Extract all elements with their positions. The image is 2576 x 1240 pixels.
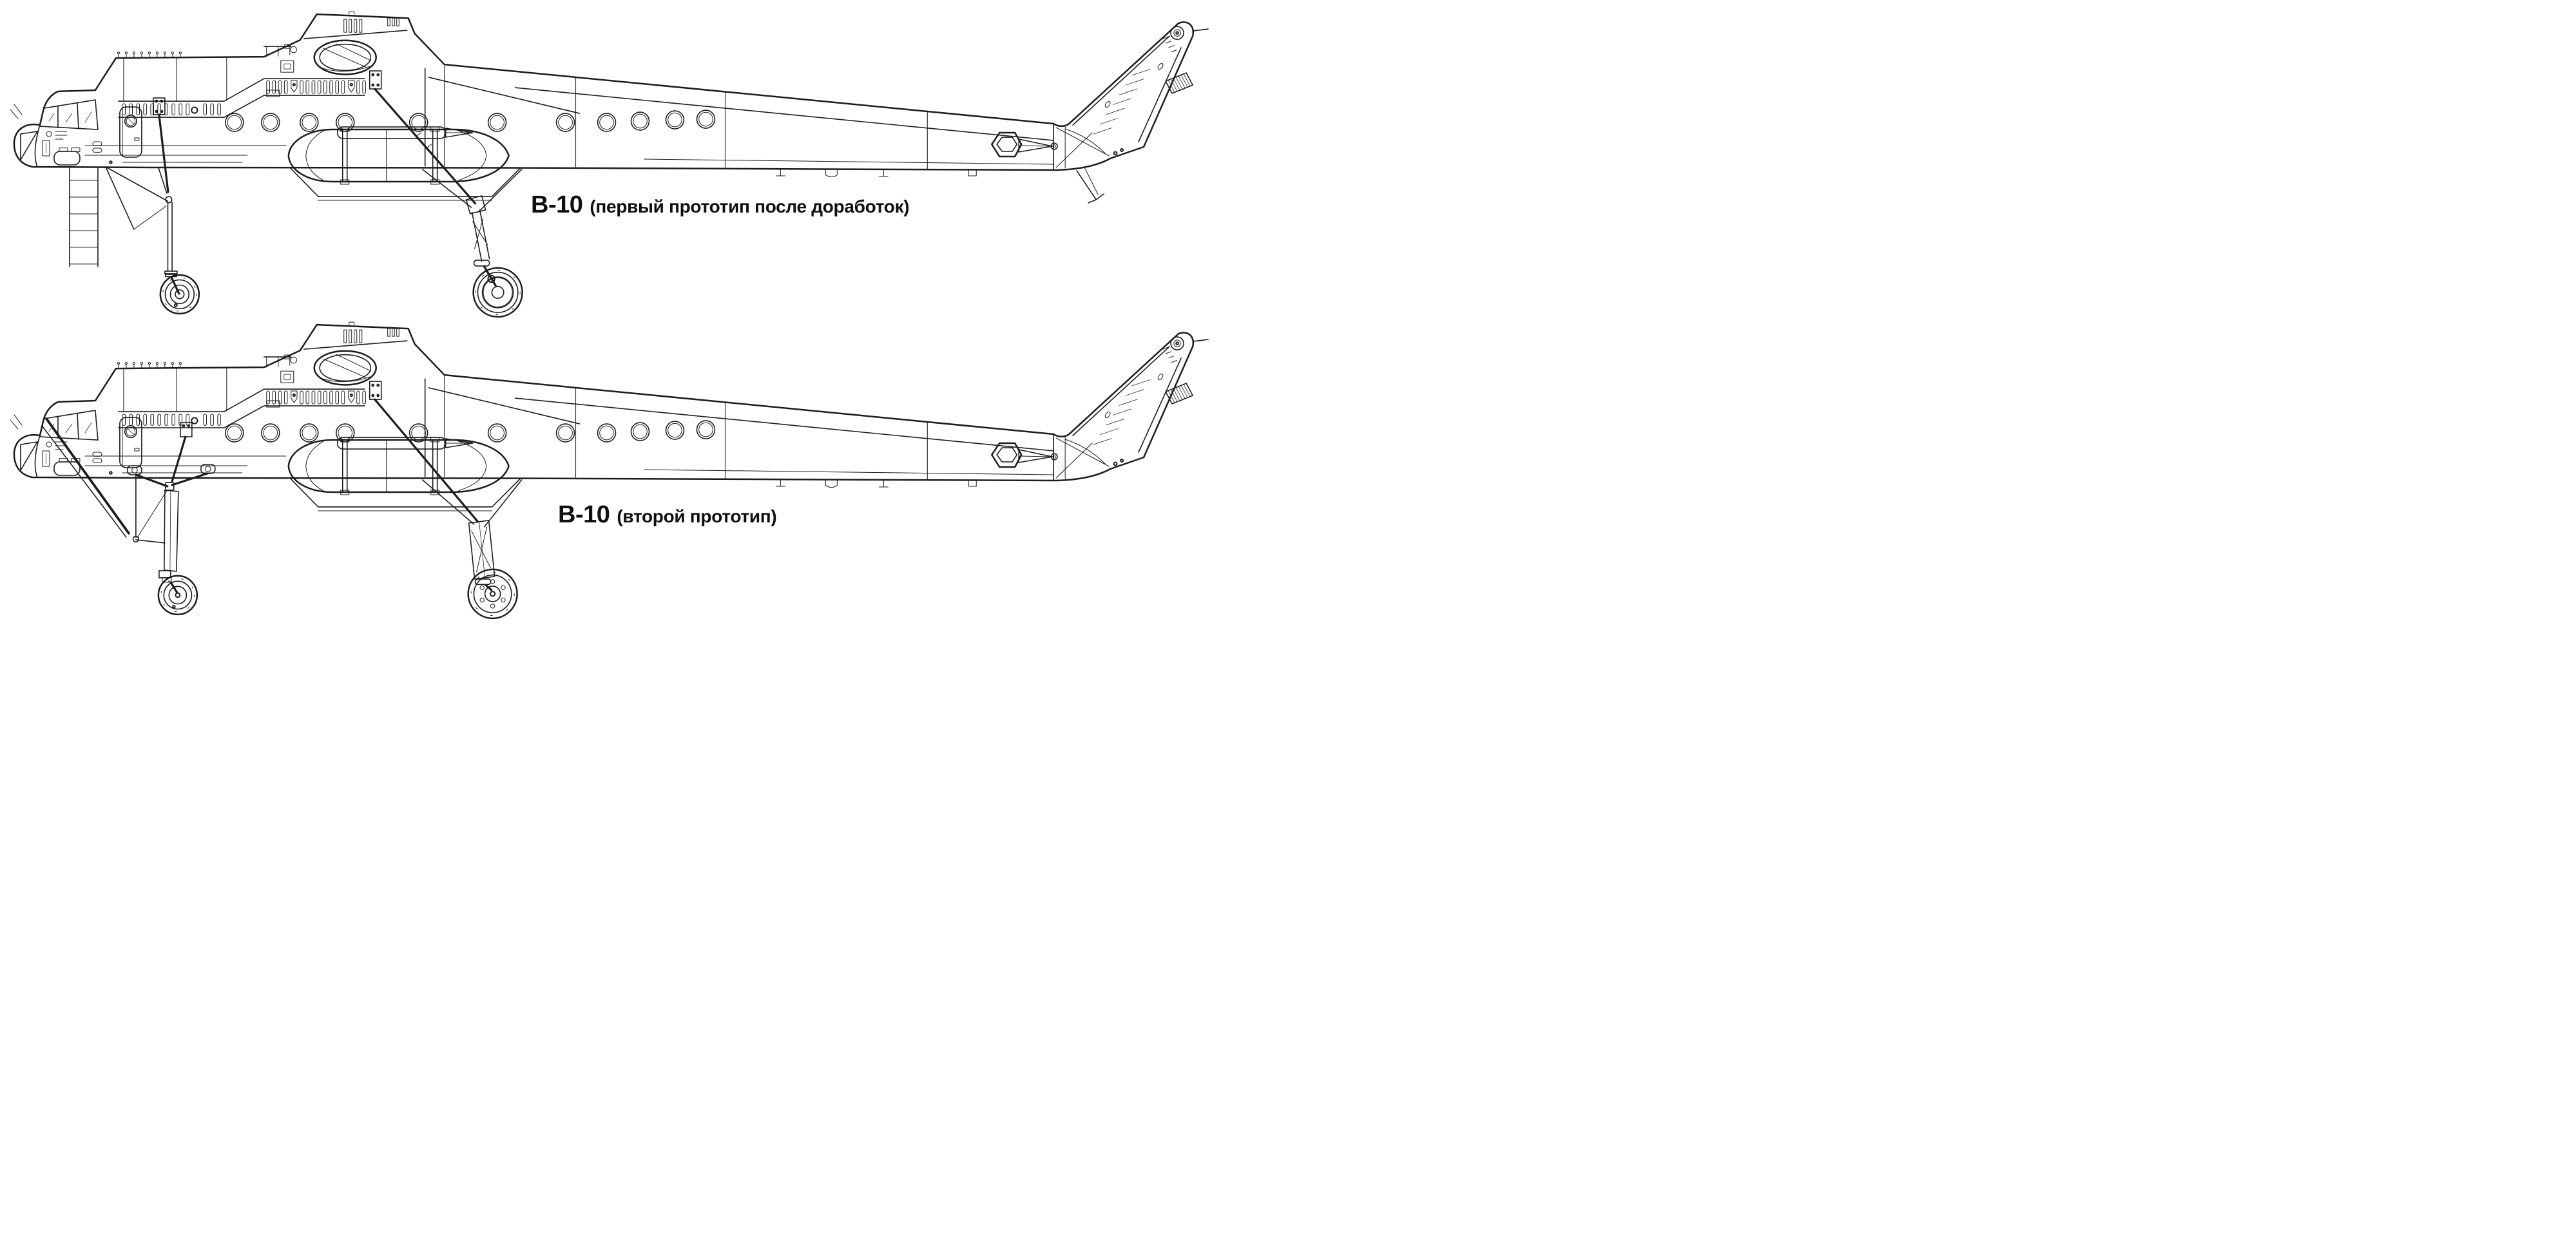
variant-note: (второй прототип): [617, 506, 777, 526]
aircraft-designation: В-10: [558, 501, 610, 528]
figure-caption: В-10 (первый прототип после доработок): [531, 191, 910, 219]
boarding-ladder: [69, 167, 99, 267]
front-landing-gear: [127, 422, 216, 616]
drawing-sheet: В-10 (первый прототип после доработок): [0, 0, 1288, 620]
v10-first-prototype-drawing: [9, 10, 1209, 318]
nose-bracing-cables: [42, 417, 130, 538]
front-wheel: [157, 575, 198, 616]
aircraft-designation: В-10: [531, 191, 583, 218]
rear-wheel: [467, 568, 518, 620]
front-wheel: [159, 274, 200, 315]
front-landing-gear: [105, 97, 200, 315]
rear-wheel: [472, 267, 523, 318]
rear-landing-gear: [369, 381, 523, 620]
v10-second-prototype-drawing: [9, 321, 1209, 620]
variant-note: (первый прототип после доработок): [590, 196, 910, 216]
figure-caption: В-10 (второй прототип): [558, 501, 777, 529]
tail-bumper: [1076, 167, 1104, 204]
rear-landing-gear: [369, 70, 523, 318]
